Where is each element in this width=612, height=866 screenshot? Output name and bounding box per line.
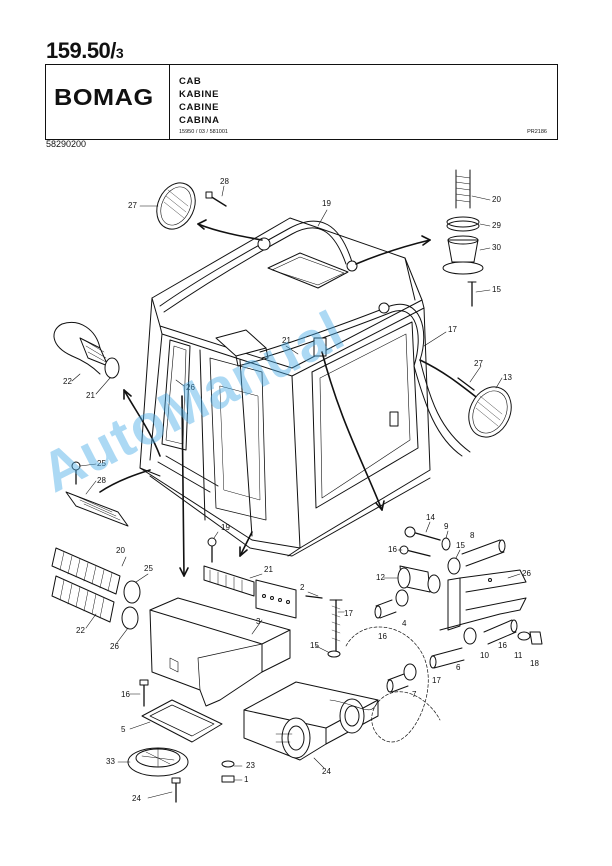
hose-fittings-right xyxy=(374,526,543,693)
callout-21-left: 22 xyxy=(63,377,72,386)
callout-33: 1 xyxy=(244,775,249,784)
callout-labels: 28 27 19 20 29 30 15 17 21 22 21 26 25 2… xyxy=(63,177,539,803)
callout-27-right: 13 xyxy=(503,373,512,382)
vent-grille-right xyxy=(457,377,512,438)
callout-12: 26 xyxy=(522,569,531,578)
callout-11: 18 xyxy=(530,659,539,668)
callout-9: 16 xyxy=(388,545,397,554)
blower-unit xyxy=(243,681,379,761)
callout-17: 21 xyxy=(282,336,291,345)
callout-20-bottom: 25 xyxy=(144,564,153,573)
callout-28: 28 xyxy=(220,177,229,186)
wiring-harness xyxy=(159,220,471,457)
air-hoses-bottom-left xyxy=(51,547,141,630)
callout-16-bottom-right: 10 xyxy=(480,651,489,660)
duct-housing xyxy=(149,597,291,707)
callout-17-middle: 16 xyxy=(378,632,387,641)
title-block: BOMAG CAB KABINE CABINE CABINA 15950 / 0… xyxy=(45,64,558,140)
title-de: KABINE xyxy=(179,89,220,100)
callout-5: 23 xyxy=(246,761,255,770)
cable-loop xyxy=(345,626,441,743)
callout-15-right: 8 xyxy=(470,531,475,540)
callout-15: 17 xyxy=(448,325,457,334)
vent-louver-left xyxy=(65,461,129,527)
callout-30: 15 xyxy=(492,285,501,294)
callout-21-inner: 26 xyxy=(186,383,195,392)
title-en: CAB xyxy=(179,76,202,87)
callout-2: 3 xyxy=(256,617,261,626)
callout-25-left: 28 xyxy=(97,476,106,485)
callout-24: 24 xyxy=(132,794,141,803)
leader-arrows xyxy=(99,219,481,577)
reference-code: 15950 / 03 / 581001 xyxy=(179,129,228,135)
vent-grille-top-left xyxy=(156,182,196,230)
round-vent xyxy=(127,747,189,803)
callout-3: 17 xyxy=(344,609,353,618)
plate-code: PR2186 xyxy=(527,129,547,135)
callout-19-bottom: 20 xyxy=(116,546,125,555)
gasket-and-screw xyxy=(139,679,223,743)
callout-18: 6 xyxy=(456,663,461,672)
page-number-main: 159.50/ xyxy=(46,38,116,63)
screw-28-top xyxy=(205,191,227,207)
cab-body xyxy=(139,217,431,557)
page-number: 159.50/3 xyxy=(46,38,124,64)
callout-22-bottom: 26 xyxy=(110,642,119,651)
long-bolt xyxy=(327,599,343,658)
callout-16-top: 15 xyxy=(456,541,465,550)
callout-22-left: 21 xyxy=(86,391,95,400)
callout-8: 12 xyxy=(376,573,385,582)
label-leaders xyxy=(71,185,521,799)
callout-4: 15 xyxy=(310,641,319,650)
callout-21-bottom: 22 xyxy=(76,626,85,635)
callout-15-bottom: 16 xyxy=(498,641,507,650)
callout-25-center: 21 xyxy=(264,565,273,574)
page-number-sub: 3 xyxy=(115,45,124,61)
callout-23: 33 xyxy=(106,757,115,766)
callout-29: 30 xyxy=(492,243,501,252)
title-fr: CABINE xyxy=(179,102,220,113)
brand-logo: BOMAG xyxy=(54,84,154,110)
callout-17-bottom: 7 xyxy=(412,690,417,699)
vent-louver-center xyxy=(203,537,323,619)
callout-14: 9 xyxy=(444,522,449,531)
callout-28-right: 27 xyxy=(474,359,483,368)
callout-16-bottom: 17 xyxy=(432,676,441,685)
callout-19-top-right: 20 xyxy=(492,195,501,204)
logo-cell: BOMAG xyxy=(46,65,170,139)
title-es: CABINA xyxy=(179,115,220,126)
callout-10: 11 xyxy=(514,651,523,660)
nut-and-washer xyxy=(221,760,235,783)
callout-26-center: 19 xyxy=(221,523,230,532)
callout-20: 29 xyxy=(492,221,501,230)
callout-7: 5 xyxy=(121,725,126,734)
callout-1: 24 xyxy=(322,767,331,776)
callout-27: 27 xyxy=(128,201,137,210)
part-number: 58290200 xyxy=(46,139,87,149)
callout-6: 16 xyxy=(121,690,130,699)
callout-19: 19 xyxy=(322,199,331,208)
vent-stack-top-right xyxy=(442,169,484,307)
callout-26-left: 25 xyxy=(97,459,106,468)
callout-16-middle: 4 xyxy=(402,619,407,628)
air-hose-left xyxy=(53,322,120,379)
callout-26-right: 2 xyxy=(300,583,305,592)
callout-13: 14 xyxy=(426,513,435,522)
